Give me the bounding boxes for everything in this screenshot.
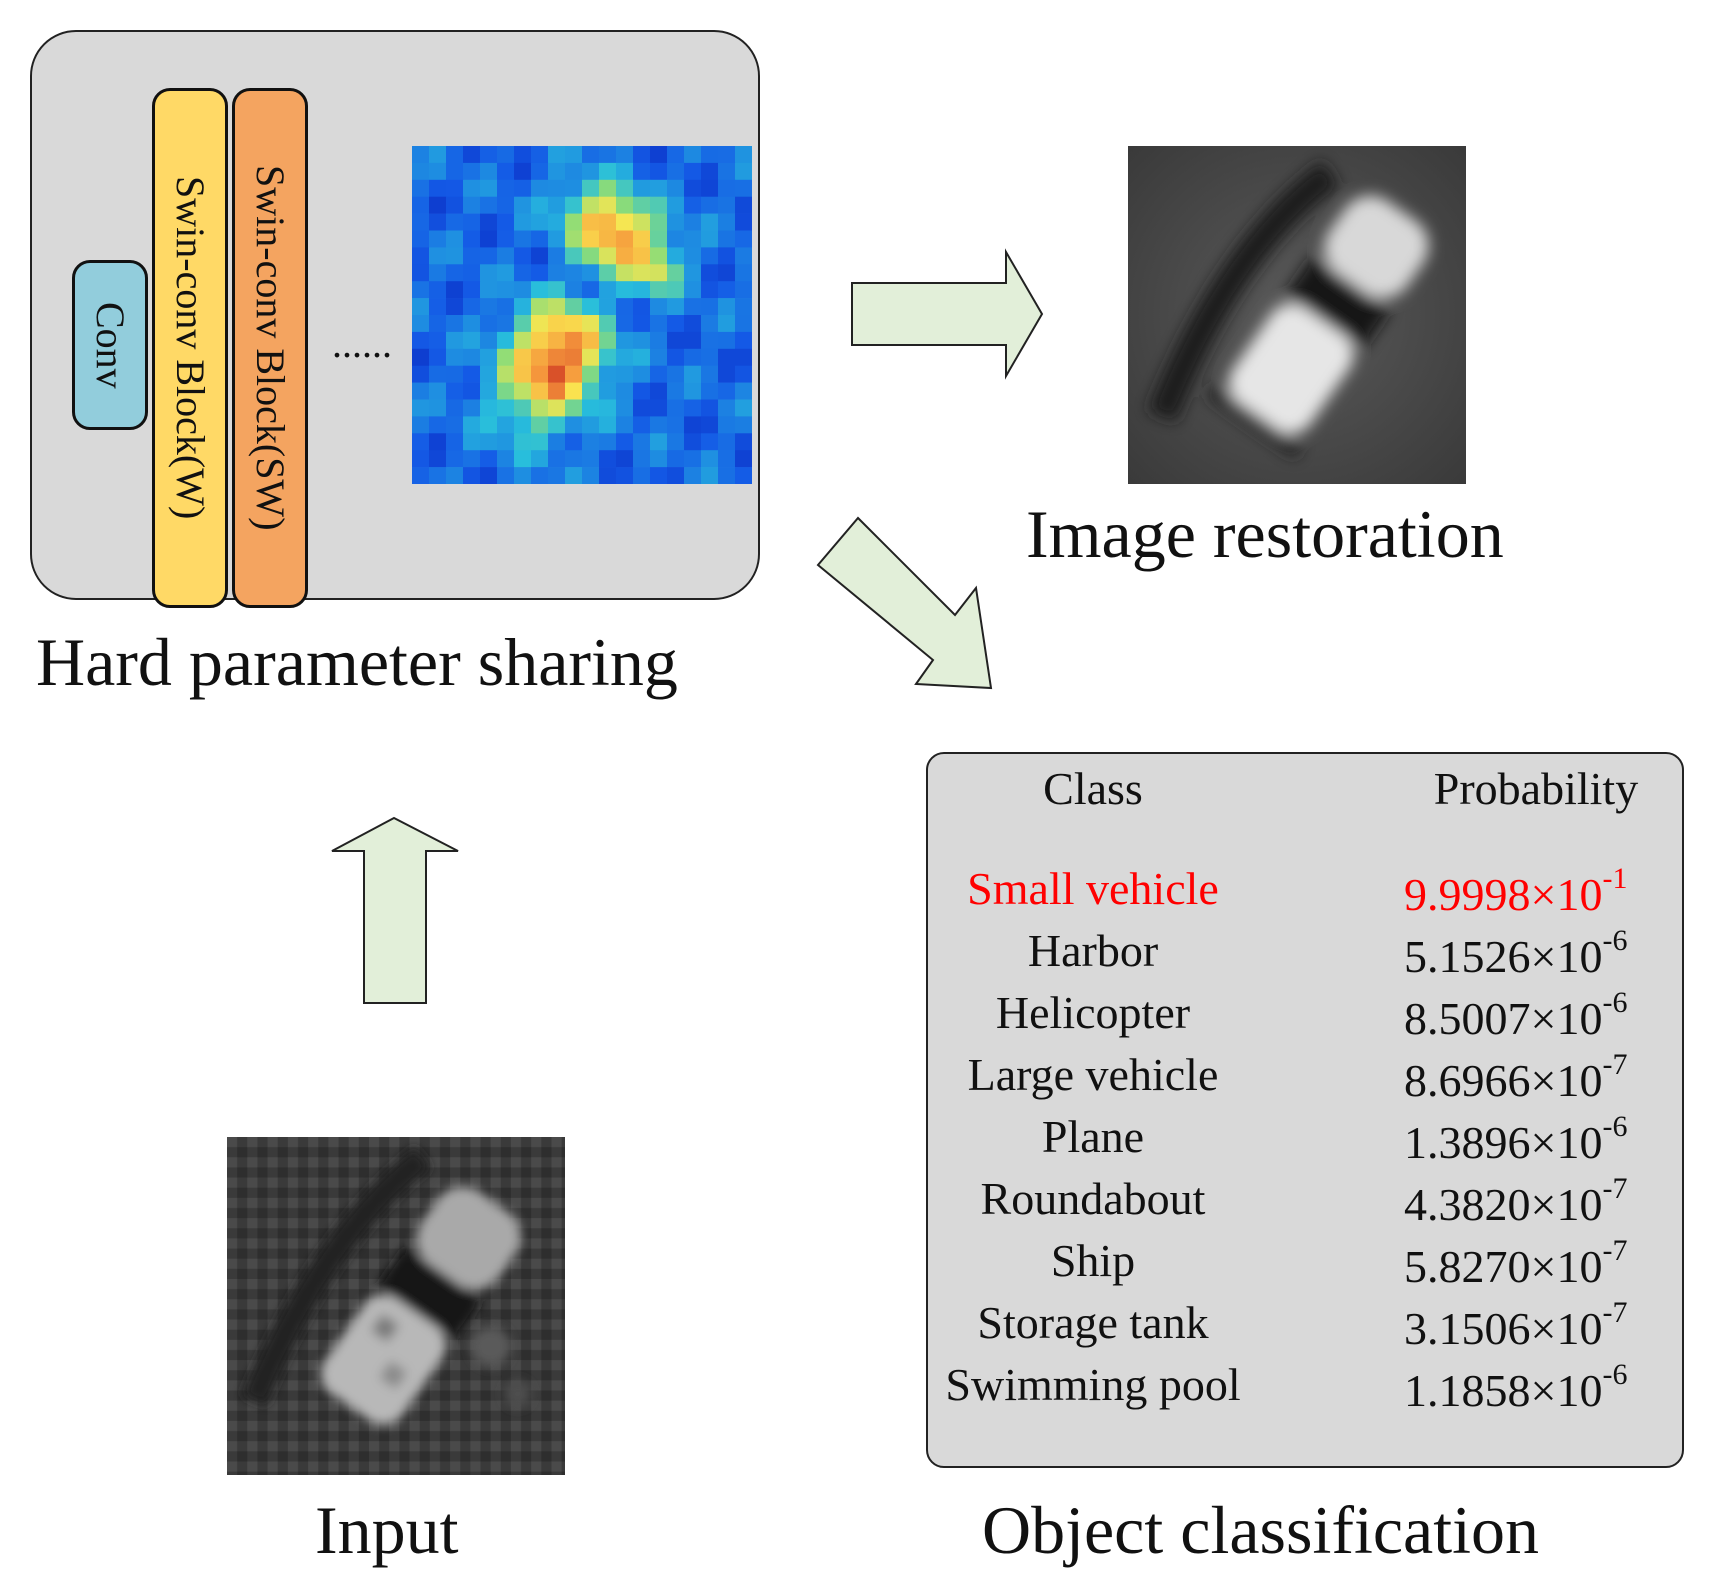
probability-exponent: -6 <box>1602 924 1628 957</box>
times-ten: ×10 <box>1530 1241 1603 1292</box>
probability-exponent: -7 <box>1602 1048 1628 1081</box>
classification-row: Large vehicle 8.6966×10-7 <box>928 1048 1686 1114</box>
probability-mantissa: 4.3820 <box>1404 1179 1531 1230</box>
times-ten: ×10 <box>1530 931 1603 982</box>
swin-w-label: Swin-conv Block(W) <box>168 176 213 520</box>
hard-parameter-sharing-caption: Hard parameter sharing <box>36 624 678 700</box>
probability-exponent: -7 <box>1602 1234 1628 1267</box>
probability-exponent: -6 <box>1602 986 1628 1019</box>
times-ten: ×10 <box>1530 869 1603 920</box>
class-name: Helicopter <box>995 987 1191 1038</box>
probability-mantissa: 1.3896 <box>1404 1117 1531 1168</box>
probability-mantissa: 5.8270 <box>1404 1241 1531 1292</box>
probability-mantissa: 5.1526 <box>1404 931 1531 982</box>
class-name: Plane <box>1041 1111 1145 1162</box>
probability-value: 8.6966×10-7 <box>1404 1048 1627 1107</box>
probability-mantissa: 8.6966 <box>1404 1055 1531 1106</box>
probability-exponent: -6 <box>1602 1358 1628 1391</box>
class-name: Roundabout <box>980 1173 1206 1224</box>
right-arrow <box>851 248 1044 380</box>
probability-mantissa: 1.1858 <box>1404 1365 1531 1416</box>
swin-conv-block-w: Swin-conv Block(W) <box>152 88 228 608</box>
probability-exponent: -1 <box>1602 862 1628 895</box>
feature-heatmap-image <box>412 146 752 484</box>
times-ten: ×10 <box>1530 1303 1603 1354</box>
diagonal-arrow <box>816 516 993 690</box>
up-arrow <box>331 816 459 1004</box>
probability-value: 8.5007×10-6 <box>1404 986 1627 1045</box>
probability-value: 9.9998×10-1 <box>1404 862 1627 921</box>
class-name: Ship <box>1050 1235 1136 1286</box>
class-name: Storage tank <box>977 1297 1209 1348</box>
conv-label: Conv <box>88 301 133 389</box>
probability-value: 4.3820×10-7 <box>1404 1172 1627 1231</box>
class-header: Class <box>1043 763 1143 814</box>
times-ten: ×10 <box>1530 1179 1603 1230</box>
probability-mantissa: 9.9998 <box>1404 869 1531 920</box>
classification-row: Storage tank 3.1506×10-7 <box>928 1296 1686 1362</box>
class-name: Harbor <box>1027 925 1159 976</box>
input-image <box>227 1137 565 1475</box>
class-name: Large vehicle <box>967 1049 1219 1100</box>
conv-block: Conv <box>72 260 148 430</box>
probability-value: 5.8270×10-7 <box>1404 1234 1627 1293</box>
swin-sw-label: Swin-conv Block(SW) <box>248 165 293 531</box>
input-caption: Input <box>315 1492 459 1568</box>
probability-exponent: -7 <box>1602 1296 1628 1329</box>
class-name: Swimming pool <box>945 1359 1241 1410</box>
classification-row: Harbor 5.1526×10-6 <box>928 924 1686 990</box>
probability-value: 1.3896×10-6 <box>1404 1110 1627 1169</box>
probability-exponent: -7 <box>1602 1172 1628 1205</box>
probability-mantissa: 8.5007 <box>1404 993 1531 1044</box>
probability-value: 5.1526×10-6 <box>1404 924 1627 983</box>
times-ten: ×10 <box>1530 1365 1603 1416</box>
probability-mantissa: 3.1506 <box>1404 1303 1531 1354</box>
probability-value: 1.1858×10-6 <box>1404 1358 1627 1417</box>
classification-row: Helicopter 8.5007×10-6 <box>928 986 1686 1052</box>
classification-row: Plane 1.3896×10-6 <box>928 1110 1686 1176</box>
ellipsis: ...... <box>332 321 392 366</box>
probability-value: 3.1506×10-7 <box>1404 1296 1627 1355</box>
probability-header: Probability <box>1433 763 1639 814</box>
classification-row: Roundabout 4.3820×10-7 <box>928 1172 1686 1238</box>
swin-conv-block-sw: Swin-conv Block(SW) <box>232 88 308 608</box>
classification-row: Swimming pool 1.1858×10-6 <box>928 1358 1686 1424</box>
probability-exponent: -6 <box>1602 1110 1628 1143</box>
times-ten: ×10 <box>1530 1055 1603 1106</box>
image-restoration-caption: Image restoration <box>1026 496 1504 572</box>
classification-row: Small vehicle 9.9998×10-1 <box>928 862 1686 928</box>
object-classification-caption: Object classification <box>982 1492 1540 1568</box>
times-ten: ×10 <box>1530 1117 1603 1168</box>
restored-image <box>1128 146 1466 484</box>
classification-row: Ship 5.8270×10-7 <box>928 1234 1686 1300</box>
class-name: Small vehicle <box>967 863 1219 914</box>
times-ten: ×10 <box>1530 993 1603 1044</box>
